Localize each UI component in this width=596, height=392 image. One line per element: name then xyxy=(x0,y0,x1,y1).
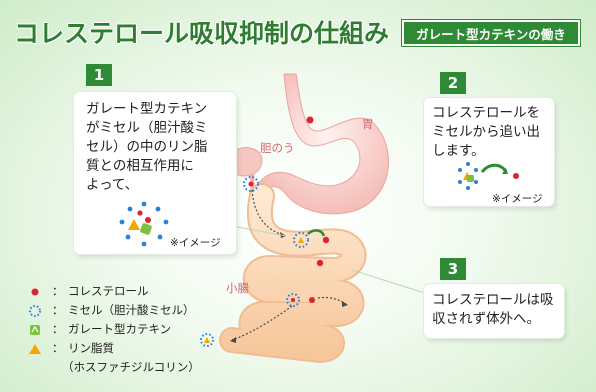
cholesterol-dot-icon xyxy=(137,210,143,216)
legend-label: コレステロール xyxy=(68,284,149,298)
subtitle-badge: ガレート型カテキンの働き xyxy=(401,19,581,47)
step-3-line-1: コレステロールは吸 xyxy=(432,292,554,308)
micelle-ring-icon xyxy=(200,333,214,347)
legend-label: リン脂質 xyxy=(68,341,114,355)
flow-arrows xyxy=(231,189,347,341)
cholesterol-dot-icon xyxy=(309,297,315,303)
step-3-callout: コレステロールは吸 収されず体外へ。 xyxy=(424,284,564,338)
step-2-number: 2 xyxy=(440,72,466,94)
stomach-label: 胃 xyxy=(362,117,374,131)
cholesterol-dot-icon xyxy=(145,217,151,223)
micelle-ring-icon xyxy=(29,305,41,317)
step-1-note: ※イメージ xyxy=(170,237,221,249)
step-1-illustration xyxy=(119,201,169,247)
gallbladder-label: 胆のう xyxy=(260,141,295,155)
step-1-line-3: セル）の中のリン脂 xyxy=(86,139,208,155)
step-3-line-2: 収されず体外へ。 xyxy=(432,311,540,327)
step-1-number: 1 xyxy=(86,64,112,86)
step-2-line-3: します。 xyxy=(432,143,485,159)
legend-label-detail: （ホスファチジルコリン） xyxy=(62,360,200,374)
ejection-arrow-icon xyxy=(307,229,326,237)
micelle-ring-icon xyxy=(286,293,300,307)
step-1-line-4: 質との相互作用に xyxy=(86,158,194,174)
phospholipid-triangle-icon xyxy=(29,344,41,354)
micelle-ring-icon xyxy=(243,176,259,192)
micelle-ring-icon xyxy=(293,232,309,248)
step-1-line-1: ガレート型カテキン xyxy=(86,101,208,117)
step-2-line-2: ミセルから追い出 xyxy=(432,124,540,140)
catechin-icon xyxy=(30,325,40,335)
legend-colon: ： xyxy=(52,284,64,298)
cholesterol-dot-icon xyxy=(31,288,39,296)
cholesterol-dot-icon xyxy=(513,173,519,179)
step-2-illustration xyxy=(458,162,519,190)
page-title: コレステロール吸収抑制の仕組み xyxy=(14,19,390,48)
step-2-note: ※イメージ xyxy=(492,193,543,205)
step-1-line-2: がミセル（胆汁酸ミ xyxy=(86,120,208,136)
catechin-icon xyxy=(140,223,152,235)
ejection-arrow-icon xyxy=(480,163,508,174)
cholesterol-dot-icon xyxy=(306,116,314,124)
step-1-line-5: よって、 xyxy=(86,177,139,193)
legend-label: ミセル（胆汁酸ミセル） xyxy=(68,303,195,317)
step-2-line-1: コレステロールを xyxy=(432,105,540,121)
legend-colon: ： xyxy=(52,341,64,355)
legend-colon: ： xyxy=(52,322,64,336)
step-1-callout: ガレート型カテキン がミセル（胆汁酸ミ セル）の中のリン脂 質との相互作用に よ… xyxy=(74,92,236,254)
phospholipid-triangle-icon xyxy=(128,219,140,230)
catechin-icon xyxy=(467,175,474,182)
cholesterol-dot-icon xyxy=(322,236,330,244)
legend-label: ガレート型カテキン xyxy=(68,322,172,336)
step-2-callout: コレステロールを ミセルから追い出 します。 ※イメージ xyxy=(424,98,554,206)
cholesterol-dot-icon xyxy=(316,259,324,267)
callout-connector xyxy=(231,225,287,237)
small-intestine-shape xyxy=(219,183,367,363)
step-3-number: 3 xyxy=(440,258,466,280)
small-intestine-label: 小腸 xyxy=(226,281,249,295)
legend-colon: ： xyxy=(52,303,64,317)
callout-connector xyxy=(351,269,435,297)
